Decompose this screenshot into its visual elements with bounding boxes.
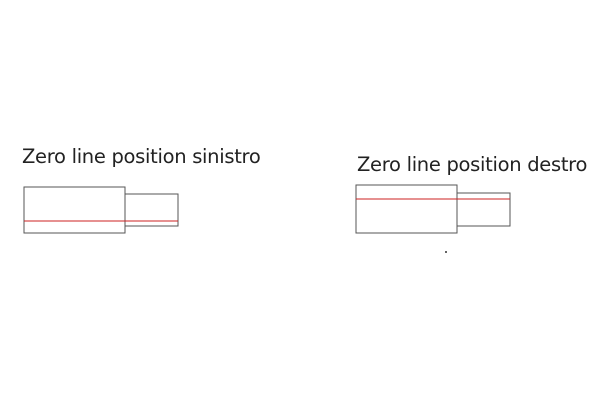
connector-plug-destro <box>456 192 511 227</box>
connector-body-destro <box>355 184 458 234</box>
connector-body-sinistro <box>23 186 126 234</box>
connector-destro <box>355 184 511 234</box>
caption-destro: Zero line position destro <box>357 153 588 176</box>
stray-dot <box>445 251 447 253</box>
caption-sinistro: Zero line position sinistro <box>22 145 261 168</box>
connector-sinistro <box>23 186 179 234</box>
connector-plug-sinistro <box>124 193 179 227</box>
